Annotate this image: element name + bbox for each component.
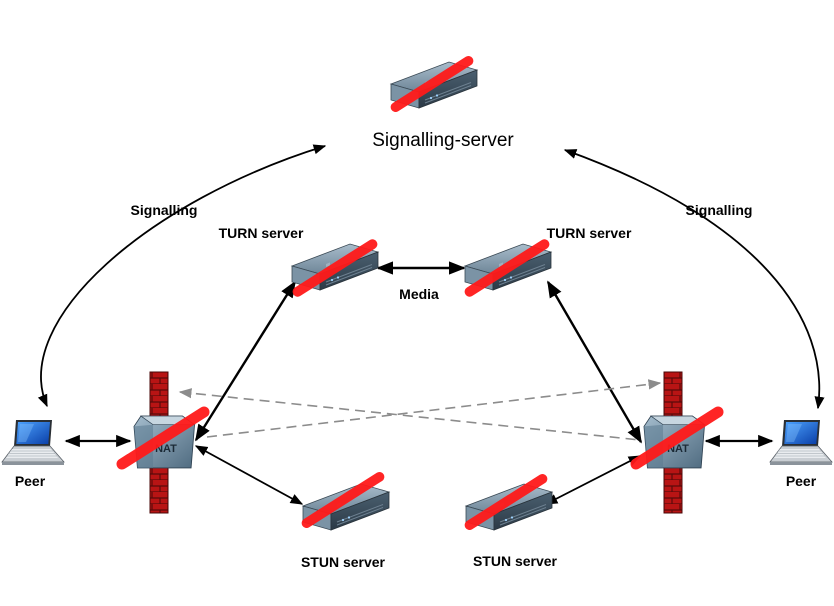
stun-server-left-node: STUN server	[301, 477, 390, 570]
peer-right-node: Peer	[769, 419, 833, 489]
nat-right-node: NAT	[636, 412, 718, 468]
hole-punch-dashed-1	[178, 388, 641, 441]
stun-server-right-node: STUN server	[466, 479, 558, 569]
signalling-right-label: Signalling	[686, 202, 753, 218]
turn-server-left-label: TURN server	[219, 225, 304, 241]
peer-left-label: Peer	[15, 473, 46, 489]
connections	[37, 144, 825, 505]
signalling-arrow-left	[37, 144, 327, 408]
signalling-server-label: Signalling-server	[372, 130, 514, 151]
peer-right-label: Peer	[786, 473, 817, 489]
nat-left-to-turn-left	[194, 280, 297, 442]
signalling-server-node: Signalling-server	[372, 61, 514, 151]
laptop-icon	[1, 419, 65, 466]
nat-left-to-stun-left	[194, 445, 304, 505]
hole-punch-dashed-2	[206, 379, 662, 438]
turn-server-right-node: TURN server	[465, 225, 632, 292]
stun-server-left-label: STUN server	[301, 554, 386, 570]
media-label: Media	[399, 286, 439, 302]
laptop-icon	[769, 419, 833, 466]
turn-server-left-node: TURN server	[219, 225, 379, 292]
turn-right-to-nat-right	[546, 280, 643, 444]
stun-right-to-nat-right	[544, 455, 642, 505]
turn-server-right-label: TURN server	[547, 225, 632, 241]
peer-left-node: Peer	[1, 419, 65, 489]
signalling-left-label: Signalling	[131, 202, 198, 218]
signalling-arrow-right	[563, 149, 825, 410]
stun-server-right-label: STUN server	[473, 553, 558, 569]
server-rack-icon	[302, 483, 390, 531]
nat-left-node: NAT	[122, 412, 204, 468]
